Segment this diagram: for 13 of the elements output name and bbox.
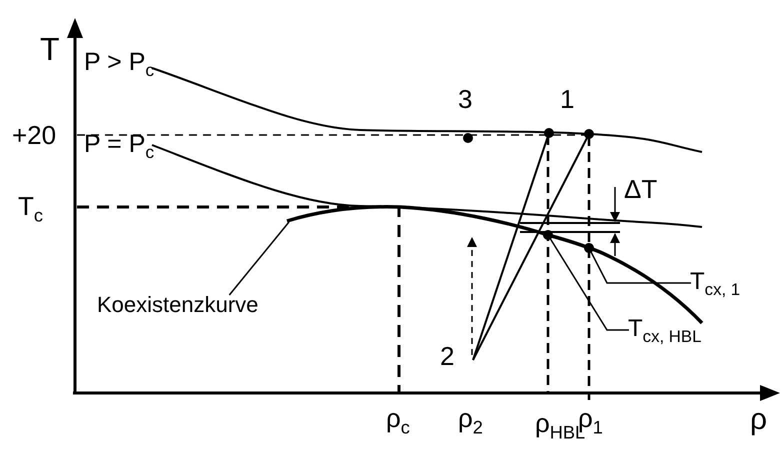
point-number: 3 xyxy=(458,86,472,112)
axis-label: T xyxy=(40,33,60,65)
point-number: 2 xyxy=(440,343,454,369)
axis-label: ρ xyxy=(750,405,768,435)
point-number: 1 xyxy=(560,86,574,112)
tick-label: ρ$_{2}$ xyxy=(458,405,483,431)
tick-label: +20 xyxy=(12,122,56,148)
dimension-label: ΔT xyxy=(624,176,658,202)
curve-label: Koexistenzkurve xyxy=(97,294,258,316)
leader-line xyxy=(543,230,629,331)
leader-line xyxy=(584,243,691,284)
curve-label: P = P$_{c}$ xyxy=(84,132,154,157)
leader-line xyxy=(228,222,290,296)
